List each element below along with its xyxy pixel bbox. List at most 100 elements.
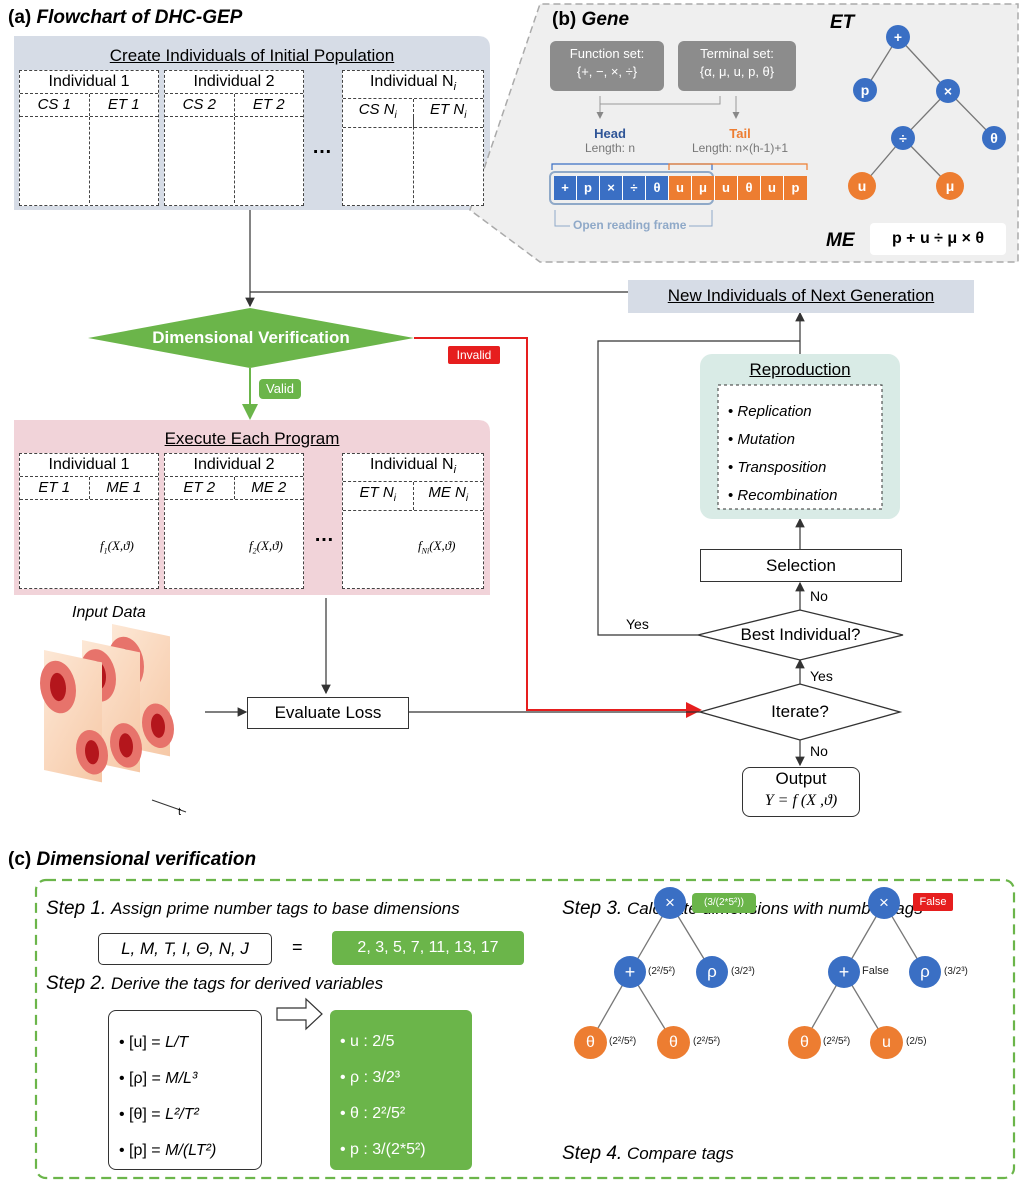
f-sub: 2	[252, 546, 257, 556]
f-args: (X,ϑ)	[429, 538, 456, 553]
derived-dim-row: • [θ] = L²/T²	[119, 1106, 199, 1123]
tail-length: Length: n×(h-1)+1	[691, 141, 789, 155]
gene-cell: p	[784, 176, 807, 200]
reproduction-item-text: Transposition	[737, 459, 827, 476]
tree1-theta-node: θ	[574, 1026, 607, 1059]
et-title: ET	[830, 12, 855, 33]
evaluate-loss-box: Evaluate Loss	[247, 697, 409, 729]
f-args: (X,ϑ)	[107, 538, 134, 553]
gene-cell: μ	[692, 176, 715, 200]
cs-label: CS N	[358, 101, 395, 119]
gene-cell: u	[669, 176, 692, 200]
tree2-u-tag: (2/5)	[906, 1036, 927, 1047]
step4-desc: Compare tags	[626, 1144, 734, 1163]
derived-tag-row: • θ : 2²/5²	[340, 1105, 406, 1122]
reproduction-list: • Replication • Mutation • Transposition…	[728, 398, 837, 510]
derived-dim-row: • [ρ] = M/L³	[119, 1070, 198, 1087]
function-set-label: Function set:	[569, 46, 645, 61]
et-sub: i	[464, 110, 467, 122]
et-label: ET N	[430, 101, 465, 119]
tree1-theta-tag: (2²/5²)	[609, 1036, 637, 1047]
me-label: ME 2	[251, 479, 287, 496]
invalid-badge: Invalid	[448, 346, 500, 364]
reproduction-item-text: Recombination	[737, 487, 838, 504]
gene-cell: p	[577, 176, 600, 200]
terminal-set-box: Terminal set: {α, μ, u, p, θ}	[678, 41, 796, 91]
tree2-theta-tag: (2²/5²)	[823, 1036, 851, 1047]
tree2-plus-node: +	[828, 956, 860, 988]
gene-sequence: + p × ÷ θ u μ u θ u p	[554, 176, 807, 200]
et-node-p: p	[853, 78, 877, 102]
derived-dim: M/L³	[165, 1070, 198, 1087]
fn-label: fNi(X,ϑ)	[418, 538, 455, 556]
tree2-root-tag: False	[913, 893, 953, 911]
et-label: ET N	[359, 484, 394, 502]
dim-verification-frame	[34, 878, 1016, 1180]
tree1-plus-node: +	[614, 956, 646, 988]
head-length: Length: n	[584, 141, 636, 155]
f-text: f	[418, 538, 422, 553]
derived-dim: L/T	[165, 1034, 189, 1051]
gene-cell: u	[715, 176, 738, 200]
yes-label-best: Yes	[626, 616, 649, 632]
individual-label: Individual 1	[20, 454, 158, 477]
iterate-label: Iterate?	[771, 702, 829, 721]
tree2-root-node: ×	[868, 887, 900, 919]
best-individual-label: Best Individual?	[740, 625, 861, 644]
tree2-theta-node: θ	[788, 1026, 821, 1059]
step2-desc: Derive the tags for derived variables	[110, 974, 384, 993]
step2-heading: Step 2. Derive the tags for derived vari…	[46, 973, 383, 995]
cs-sub: i	[394, 110, 397, 122]
et-label: ET 2	[165, 477, 235, 499]
tree1-root-tag: (3/(2*5²))	[692, 893, 756, 913]
individual-label: Individual 2	[165, 71, 303, 94]
et-node-plus: +	[886, 25, 910, 49]
et-node-theta: θ	[982, 126, 1006, 150]
step1-heading: Step 1. Assign prime number tags to base…	[46, 898, 460, 920]
f-args: (X,ϑ)	[256, 538, 283, 553]
panel-b-title: (b) Gene	[552, 9, 629, 31]
individual-2-card: Individual 2 CS 2 ET 2	[164, 70, 304, 206]
derived-dim: L²/T²	[165, 1106, 199, 1123]
gene-cell: u	[761, 176, 784, 200]
execute-title: Execute Each Program	[164, 429, 340, 448]
f-sub: Ni	[421, 546, 430, 556]
tail-label: Tail	[729, 126, 751, 141]
tree1-root-node: ×	[654, 887, 686, 919]
no-label-iterate: No	[810, 743, 828, 759]
derived-tag: u : 2/5	[350, 1033, 395, 1050]
terminal-set-label: Terminal set:	[700, 46, 774, 61]
panel-a-prefix: (a)	[8, 7, 32, 28]
gene-cell: ×	[600, 176, 623, 200]
et-node-times: ×	[936, 79, 960, 103]
et-node-u: u	[848, 172, 876, 200]
base-dims-box: L, M, T, I, Θ, N, J	[98, 933, 272, 965]
step4-heading: Step 4. Compare tags	[562, 1143, 734, 1165]
step3-key: Step 3.	[562, 898, 623, 919]
derived-tag-row: • p : 3/(2*5²)	[340, 1141, 426, 1158]
derived-dims-box: • [u] = L/T • [ρ] = M/L³ • [θ] = L²/T² •…	[108, 1010, 262, 1170]
me-label: ME N	[428, 484, 466, 502]
panel-b-title-text: Gene	[581, 9, 630, 30]
derived-var: [p] =	[129, 1142, 166, 1159]
reproduction-item-text: Mutation	[737, 431, 795, 448]
individual-1-card: Individual 1 CS 1 ET 1	[19, 70, 159, 206]
individual-label: Individual N	[369, 456, 454, 473]
derived-var: [θ] =	[129, 1106, 166, 1123]
terminal-set-value: {α, μ, u, p, θ}	[699, 64, 775, 79]
derived-tag: ρ : 3/2³	[350, 1069, 401, 1086]
function-set-value: {+, −, ×, ÷}	[576, 64, 638, 79]
output-formula: Y = f (X ,ϑ)	[764, 792, 838, 809]
tree2-rho-node: ρ	[909, 956, 941, 988]
output-title: Output	[775, 769, 827, 788]
exec-individual-1-card: Individual 1 ET 1 ME 1	[19, 453, 159, 589]
panel-c-title: (c) Dimensional verification	[8, 849, 256, 871]
new-individuals-title: New Individuals of Next Generation	[667, 286, 935, 305]
cs-label: CS 2	[165, 94, 235, 116]
me-title: ME	[826, 230, 855, 251]
f1-label: f1(X,ϑ)	[100, 538, 134, 556]
reproduction-item: • Recombination	[728, 487, 838, 504]
exec-individual-2-card: Individual 2 ET 2 ME 2	[164, 453, 304, 589]
dim-verification-diamond	[88, 308, 414, 368]
f-text: f	[249, 538, 253, 553]
